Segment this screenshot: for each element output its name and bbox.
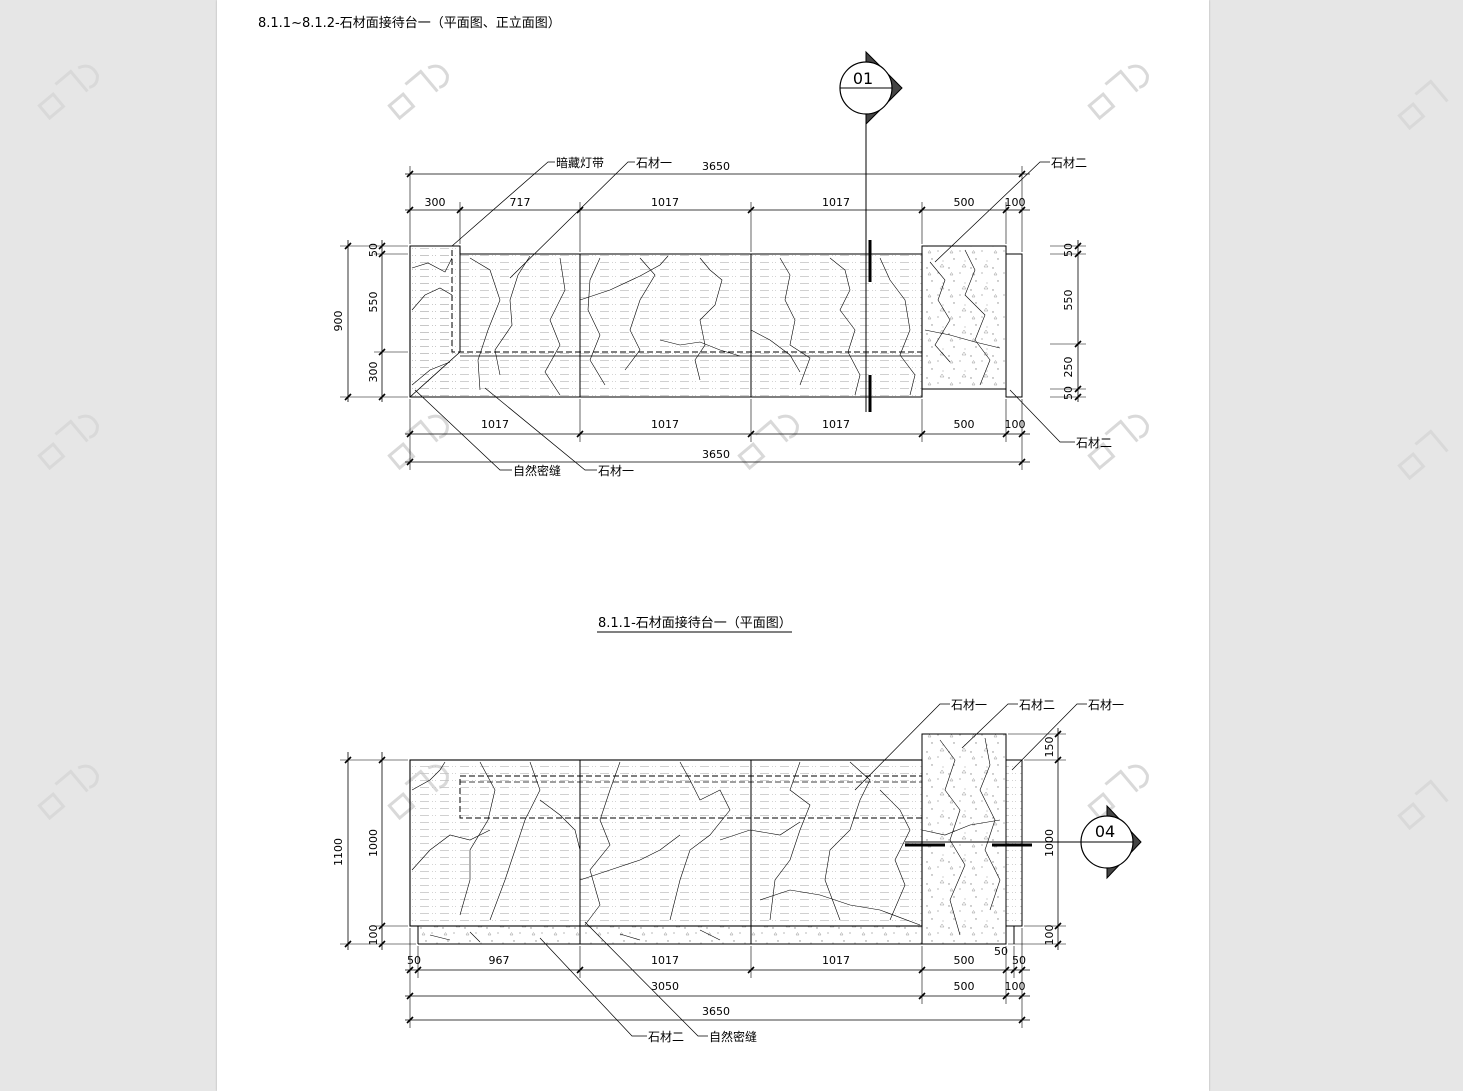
plan-view <box>340 112 1086 471</box>
section-mark-01-label: 01 <box>853 69 873 88</box>
plan-total-top: 3650 <box>702 160 730 173</box>
elev-dim-left-outer: 1100 <box>332 838 345 866</box>
watermark <box>37 64 1449 831</box>
elev-dim-right: 100 <box>1043 925 1056 946</box>
plan-dim-top: 300 <box>425 196 446 209</box>
section-marker-01: 01 <box>839 50 903 126</box>
elev-label-natural-joint: 自然密缝 <box>709 1029 757 1044</box>
header-title: 8.1.1~8.1.2-石材面接待台一（平面图、正立面图） <box>258 15 561 31</box>
elev-label-stone1-a: 石材一 <box>951 698 987 712</box>
elev-total-bottom: 3650 <box>702 1005 730 1018</box>
plan-dim-bottom: 1017 <box>822 418 850 431</box>
elev-dim-bottom: 50 <box>1012 954 1026 967</box>
plan-label-stone2-right: 石材二 <box>1076 436 1112 450</box>
plan-dim-top: 1017 <box>651 196 679 209</box>
elev-dim-right: 150 <box>1043 737 1056 758</box>
plan-label-stone1-bottom: 石材一 <box>598 464 634 478</box>
elev-label-stone2-b: 石材二 <box>648 1030 684 1044</box>
elev-dim-bottom: 50 <box>407 954 421 967</box>
elev-label-stone2-a: 石材二 <box>1019 698 1055 712</box>
plan-dim-bottom: 1017 <box>651 418 679 431</box>
elev-dim-left-inner: 1000 <box>367 829 380 857</box>
elev-dim-bottom2: 3050 <box>651 980 679 993</box>
elev-dim-bottom: 1017 <box>651 954 679 967</box>
plan-dim-right: 50 <box>1062 386 1075 400</box>
elev-dim-bottom: 50 <box>994 945 1008 958</box>
elevation-annotations: 石材一 石材二 石材一 石材二 自然密缝 1100 1000 100 150 1… <box>332 698 1124 1044</box>
elevation-stone2-block <box>921 733 1007 945</box>
section-mark-04-label: 04 <box>1095 822 1115 841</box>
plan-dim-left: 50 <box>367 243 380 257</box>
plan-dim-right: 250 <box>1062 357 1075 378</box>
section-marker-04: 04 <box>1080 804 1142 880</box>
plan-dim-right: 550 <box>1062 290 1075 311</box>
plan-dim-top: 1017 <box>822 196 850 209</box>
plan-dim-top: 717 <box>510 196 531 209</box>
plan-label-natural-joint: 自然密缝 <box>513 463 561 478</box>
elev-dim-bottom2: 100 <box>1005 980 1026 993</box>
elevation-view <box>340 703 1087 1037</box>
plan-dim-top: 500 <box>954 196 975 209</box>
plan-dim-left: 300 <box>367 362 380 383</box>
plan-dim-left: 550 <box>367 292 380 313</box>
plan-title: 8.1.1-石材面接待台一（平面图） <box>598 615 792 631</box>
elev-dim-bottom: 500 <box>954 954 975 967</box>
elev-dim-bottom: 967 <box>489 954 510 967</box>
elev-dim-right: 1000 <box>1043 829 1056 857</box>
plan-total-left: 900 <box>332 311 345 332</box>
plan-total-bottom: 3650 <box>702 448 730 461</box>
plan-dim-bottom: 1017 <box>481 418 509 431</box>
plan-label-stone2-top: 石材二 <box>1051 156 1087 170</box>
plan-dim-right: 50 <box>1062 243 1075 257</box>
elev-dim-bottom2: 500 <box>954 980 975 993</box>
elev-dim-bottom: 1017 <box>822 954 850 967</box>
plan-dim-bottom: 100 <box>1005 418 1026 431</box>
plan-label-light-strip: 暗藏灯带 <box>556 155 604 170</box>
plan-dim-top: 100 <box>1005 196 1026 209</box>
elev-label-stone1-b: 石材一 <box>1088 698 1124 712</box>
elev-dim-left-inner: 100 <box>367 925 380 946</box>
plan-dim-bottom: 500 <box>954 418 975 431</box>
plan-annotations: 暗藏灯带 石材一 石材二 石材二 自然密缝 石材一 3650 300 717 1… <box>332 155 1112 478</box>
plan-label-stone1-top: 石材一 <box>636 156 672 170</box>
